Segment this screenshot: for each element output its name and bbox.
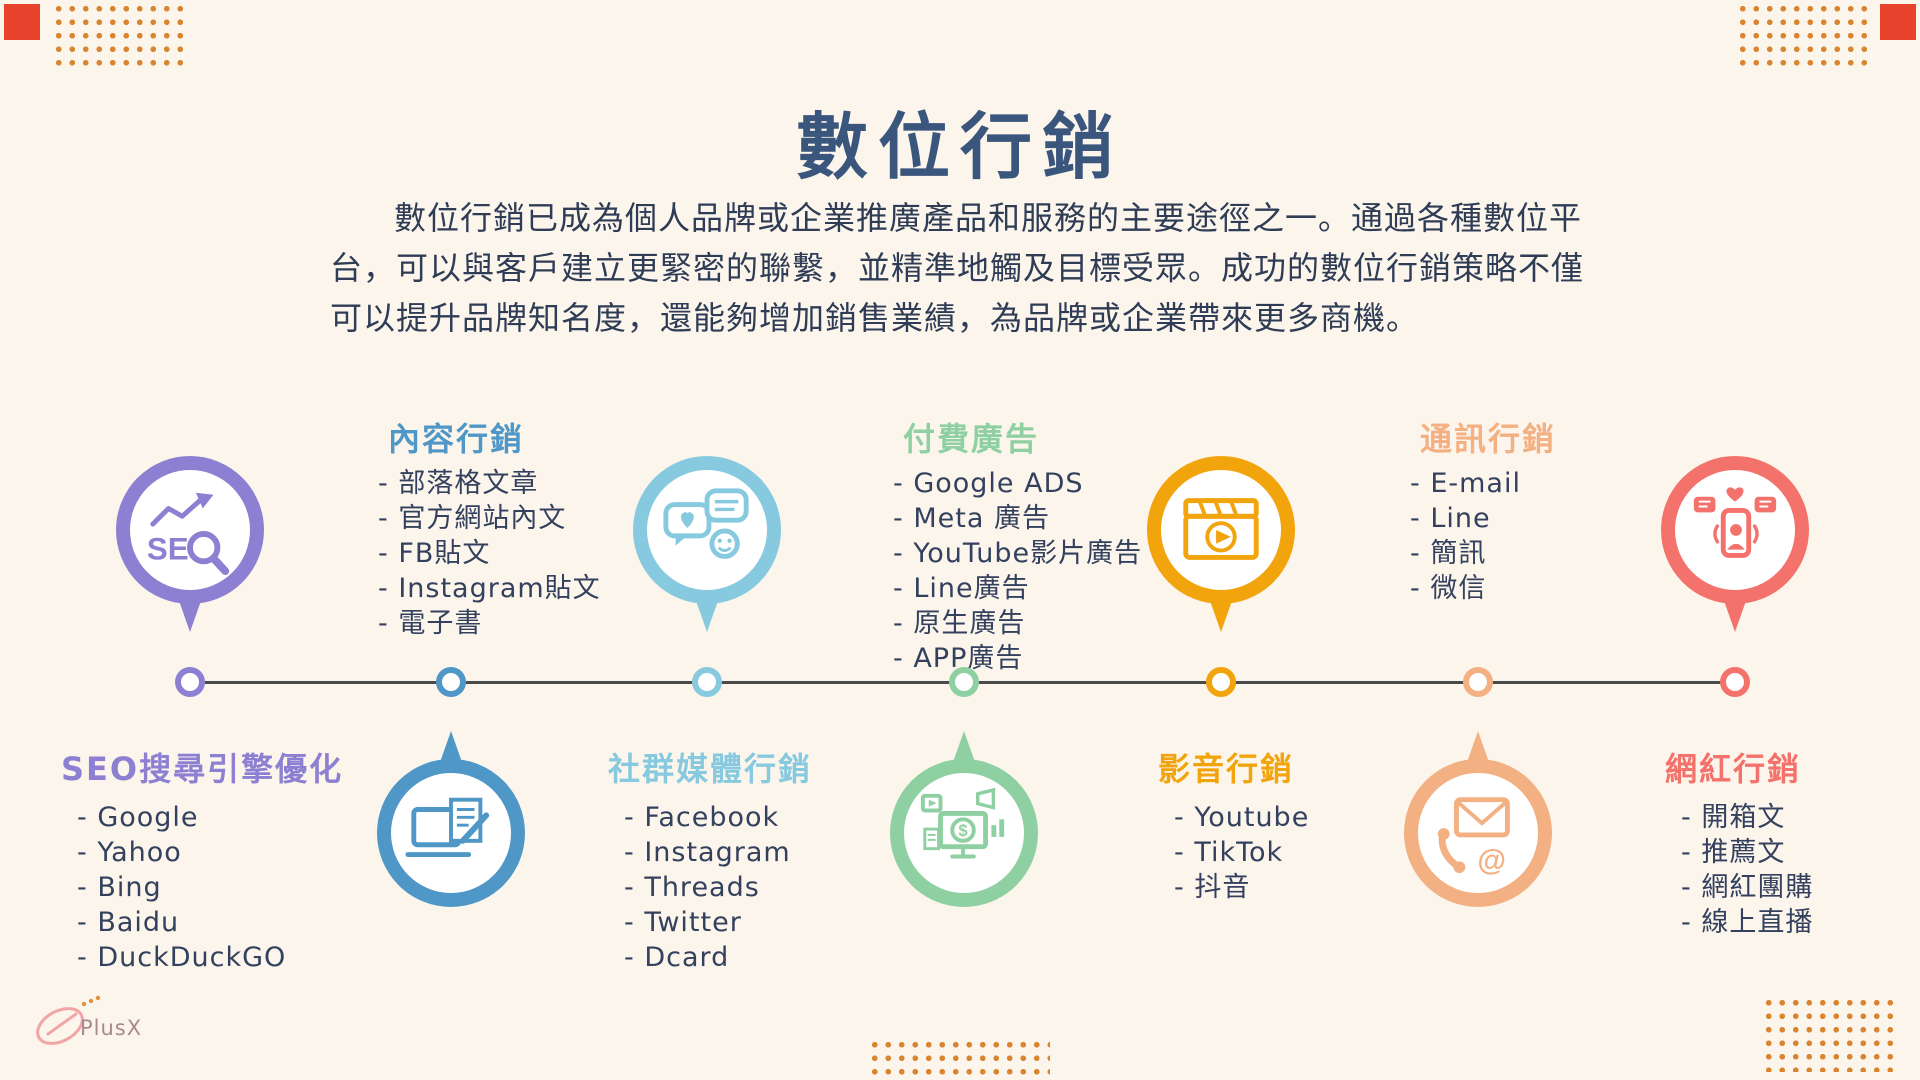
category-list-item: - Line廣告 <box>893 573 1030 604</box>
category-list: - 開箱文 - 推薦文 - 網紅團購 - 線上直播 <box>1665 800 1813 940</box>
category-list-item: - APP廣告 <box>893 643 1024 674</box>
dot-grid-bottom-center <box>868 1038 1050 1080</box>
pin-circle <box>1147 456 1295 604</box>
category-list-item: - FB貼文 <box>378 538 491 569</box>
category-list-item: - YouTube影片廣告 <box>893 538 1143 569</box>
category-list-item: - 開箱文 <box>1681 802 1786 833</box>
category-heading: 網紅行銷 <box>1665 750 1802 788</box>
category-heading: SEO搜尋引擎優化 <box>61 750 344 788</box>
timeline-node <box>1720 667 1750 697</box>
category-pin <box>1661 456 1809 632</box>
category-list-item: - 線上直播 <box>1681 907 1814 938</box>
svg-text:SE: SE <box>147 531 189 566</box>
category-list-item: - Google ADS <box>893 468 1084 499</box>
category-list-item: - 抖音 <box>1174 872 1251 903</box>
envelope-phone-icon: @ <box>1437 797 1510 877</box>
plusx-logo: PlusX <box>32 984 172 1064</box>
corner-square-right <box>1880 4 1916 40</box>
category-text-block: 社群媒體行銷 - Facebook - Instagram - Threads - T… <box>608 744 812 975</box>
timeline-node <box>949 667 979 697</box>
category-list-item: - Meta 廣告 <box>893 503 1050 534</box>
category-list-item: - Bing <box>77 872 162 903</box>
timeline-node <box>175 667 205 697</box>
category-text-block: 內容行銷 - 部落格文章- 官方網站內文- FB貼文- Instagram貼文-… <box>378 414 601 641</box>
category-list-item: - Instagram <box>624 837 791 868</box>
category-list: - Google ADS - Meta 廣告 - YouTube影片廣告 - Line… <box>893 466 1142 676</box>
category-list-item: - TikTok <box>1174 837 1284 868</box>
category-list-item: - Dcard <box>624 942 730 973</box>
category-list-item: - Line <box>1410 503 1491 534</box>
category-list-item: - Yahoo <box>77 837 182 868</box>
category-list-item: - Facebook <box>624 802 780 833</box>
logo-text: PlusX <box>80 1016 143 1040</box>
category-heading: 通訊行銷 <box>1420 420 1557 458</box>
pin-circle <box>1661 456 1809 604</box>
pin-circle: $ <box>890 759 1038 907</box>
category-heading: 內容行銷 <box>388 420 525 458</box>
page-title: 數位行銷 <box>795 104 1124 189</box>
category-text-block: 網紅行銷 - 開箱文 - 推薦文 - 網紅團購 - 線上直播 <box>1665 744 1813 940</box>
category-heading: 社群媒體行銷 <box>608 750 813 788</box>
category-pin <box>633 456 781 632</box>
category-pin <box>377 731 525 907</box>
category-list: - E-mail - Line - 簡訊 - 微信 <box>1410 466 1556 606</box>
dot-grid-top-left <box>52 2 184 70</box>
category-list: - Facebook - Instagram - Threads - Twitter -… <box>608 800 812 975</box>
category-list-item: - DuckDuckGO <box>77 942 287 973</box>
category-pin: @ <box>1404 731 1552 907</box>
category-pin <box>1147 456 1295 632</box>
pin-circle <box>377 759 525 907</box>
dot-grid-top-right <box>1736 2 1868 70</box>
category-list-item: - 推薦文 <box>1681 837 1786 868</box>
pin-circle <box>633 456 781 604</box>
timeline-node <box>1206 667 1236 697</box>
category-list: - 部落格文章 - 官方網站內文 - FB貼文 - Instagram貼文 - 電子書 <box>378 466 601 641</box>
corner-square-left <box>4 4 40 40</box>
category-text-block: 影音行銷 - Youtube - TikTok - 抖音 <box>1158 744 1309 905</box>
seo-magnifier-icon: SE <box>147 492 230 576</box>
category-pin: SE <box>116 456 264 632</box>
influencer-phone-icon <box>1693 487 1777 558</box>
timeline-node <box>1463 667 1493 697</box>
category-list-item: - 官方網站內文 <box>378 503 567 534</box>
category-list-item: - 簡訊 <box>1410 538 1487 569</box>
pin-circle: @ <box>1404 759 1552 907</box>
pin-circle: SE <box>116 456 264 604</box>
category-list-item: - 電子書 <box>378 608 483 639</box>
laptop-writing-icon <box>405 797 490 857</box>
category-list-item: - 部落格文章 <box>378 468 539 499</box>
category-list-item: - Instagram貼文 <box>378 573 601 604</box>
category-heading: 付費廣告 <box>903 420 1040 458</box>
category-list-item: - Google <box>77 802 199 833</box>
timeline-node <box>692 667 722 697</box>
timeline-node <box>436 667 466 697</box>
category-list: - Youtube - TikTok - 抖音 <box>1158 800 1309 905</box>
logo-scribble-icon <box>36 995 101 1045</box>
category-list-item: - Threads <box>624 872 760 903</box>
ads-monitor-icon: $ <box>920 787 1005 859</box>
category-list-item: - Twitter <box>624 907 742 938</box>
category-list-item: - 網紅團購 <box>1681 872 1814 903</box>
dot-grid-bottom-right <box>1762 996 1894 1072</box>
svg-text:@: @ <box>1477 844 1506 877</box>
category-text-block: 付費廣告 - Google ADS- Meta 廣告- YouTube影片廣告-… <box>893 414 1142 676</box>
category-list-item: - 微信 <box>1410 573 1487 604</box>
category-list-item: - Baidu <box>77 907 180 938</box>
category-text-block: 通訊行銷 - E-mail - Line - 簡訊 - 微信 <box>1410 414 1556 606</box>
category-list-item: - Youtube <box>1174 802 1310 833</box>
category-pin: $ <box>890 731 1038 907</box>
category-text-block: SEO搜尋引擎優化 - Google- Yahoo- Bing- Baidu- … <box>61 744 343 975</box>
category-list-item: - 原生廣告 <box>893 608 1026 639</box>
svg-text:$: $ <box>958 821 968 840</box>
chat-bubbles-icon <box>663 488 749 559</box>
clapperboard-play-icon <box>1183 498 1259 560</box>
category-list: - Google - Yahoo - Bing - Baidu - DuckDuckGO <box>61 800 343 975</box>
intro-paragraph: 數位行銷已成為個人品牌或企業推廣產品和服務的主要途徑之一。通過各種數位平台，可以… <box>330 199 1585 337</box>
category-heading: 影音行銷 <box>1158 750 1295 788</box>
category-list-item: - E-mail <box>1410 468 1521 499</box>
